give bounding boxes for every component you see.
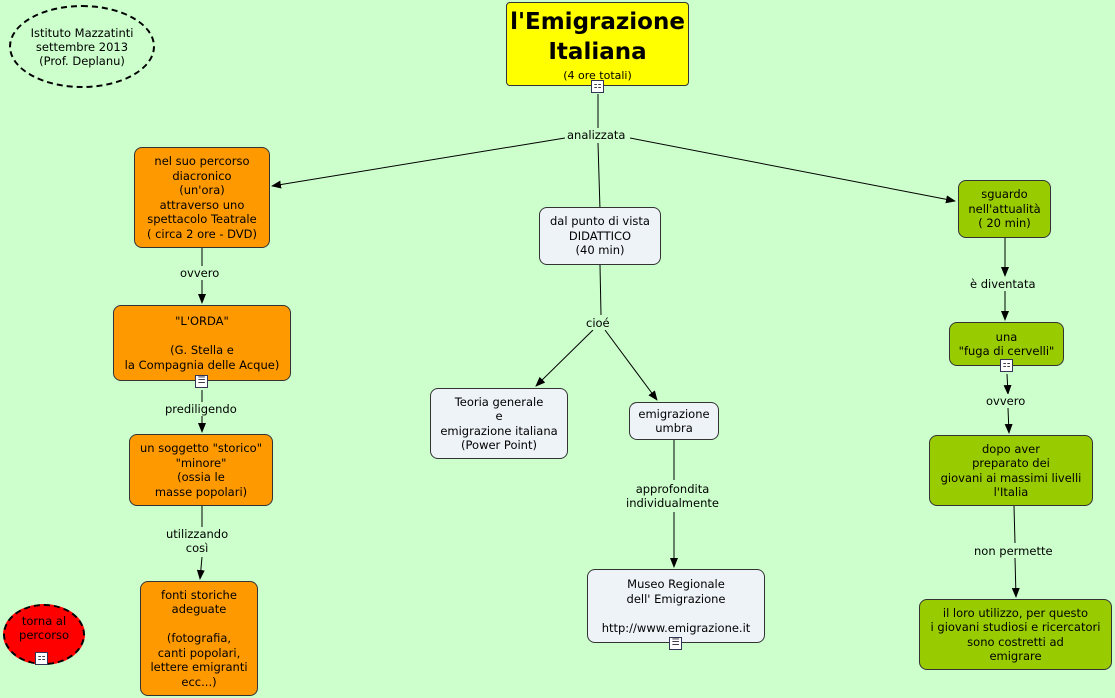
map-link-icon[interactable]: ⚏: [35, 652, 48, 665]
node-emigrazione-umbra: emigrazione umbra: [629, 402, 719, 440]
link-label-diventata: è diventata: [968, 277, 1038, 291]
back-to-path-label: torna al percorso: [19, 613, 69, 642]
node-orda: "L'ORDA" (G. Stella e la Compagnia delle…: [113, 305, 291, 381]
link-label-cioe: cioé: [584, 316, 612, 330]
link-label-non-permette: non permette: [972, 544, 1055, 558]
node-utilizzo: il loro utilizzo, per questo i giovani s…: [919, 599, 1112, 670]
node-soggetto: un soggetto "storico" "minore" (ossia le…: [129, 434, 273, 506]
link-label-ovvero-right: ovvero: [984, 394, 1028, 408]
node-fonti: fonti storiche adeguate (fotografia, can…: [140, 581, 258, 696]
school-info-oval: Istituto Mazzatinti settembre 2013 (Prof…: [9, 5, 155, 88]
link-label-analizzata: analizzata: [565, 128, 628, 142]
node-didattico: dal punto di vista DIDATTICO (40 min): [539, 207, 661, 265]
map-link-icon[interactable]: ⚏: [591, 80, 604, 93]
node-fuga-cervelli: una "fuga di cervelli": [949, 322, 1064, 366]
link-label-utilizzando: utilizzando così: [164, 527, 231, 555]
node-dopo-aver: dopo aver preparato dei giovani ai massi…: [929, 435, 1093, 506]
node-diacronico: nel suo percorso diacronico (un'ora) att…: [134, 147, 270, 248]
link-label-prediligendo: prediligendo: [163, 402, 239, 416]
title-node: l'Emigrazione Italiana (4 ore totali): [506, 2, 689, 86]
node-attualita: sguardo nell'attualità ( 20 min): [958, 180, 1051, 238]
main-title: l'Emigrazione Italiana: [510, 8, 685, 65]
node-teoria: Teoria generale e emigrazione italiana (…: [430, 388, 568, 459]
map-link-icon[interactable]: ⚏: [1000, 359, 1013, 372]
title-subtitle: (4 ore totali): [563, 68, 632, 82]
node-museo: Museo Regionale dell' Emigrazione http:/…: [587, 569, 765, 643]
document-icon[interactable]: ☰: [669, 637, 682, 650]
document-icon[interactable]: ☰: [195, 375, 208, 388]
link-label-approfondita: approfondita individualmente: [624, 482, 721, 510]
link-label-ovvero-left: ovvero: [178, 266, 222, 280]
